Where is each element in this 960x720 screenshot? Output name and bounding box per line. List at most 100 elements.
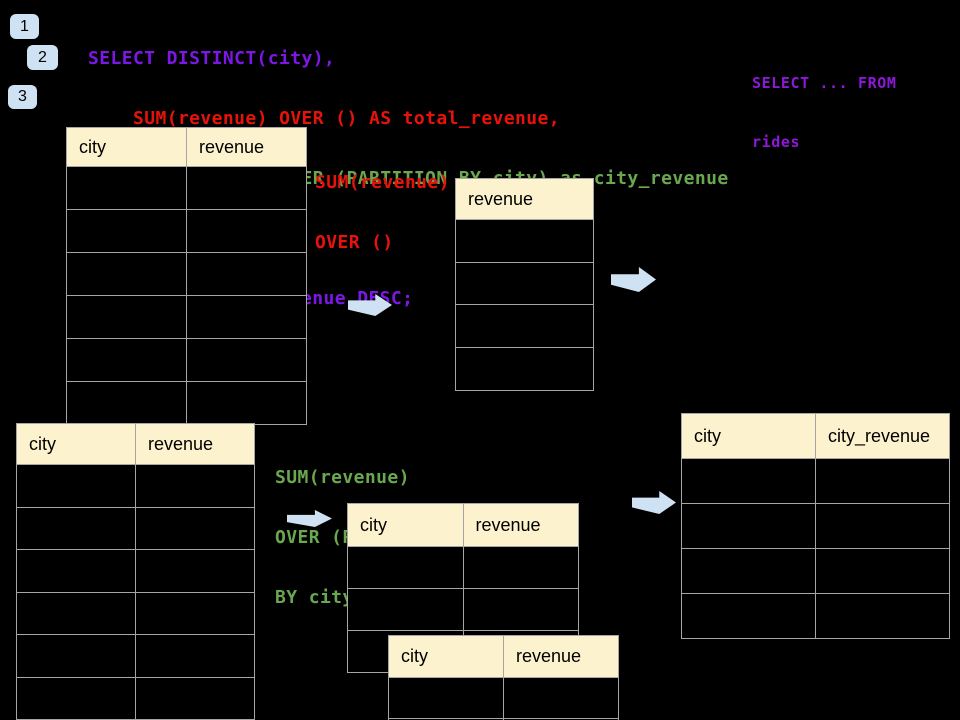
table-row: [67, 210, 306, 253]
empty-cell: [67, 253, 187, 295]
table-row: [348, 547, 578, 589]
table-row: [17, 507, 254, 550]
empty-cell: [17, 550, 136, 592]
empty-cell: [463, 589, 578, 630]
column-header: city_revenue: [816, 414, 949, 458]
flow-arrow-4-icon: [632, 491, 676, 514]
empty-cell: [17, 592, 136, 634]
table-row: [17, 635, 254, 678]
empty-cell: [682, 594, 816, 638]
table-row: [67, 167, 306, 210]
sql-line-select: SELECT DISTINCT(city),: [88, 48, 336, 69]
table-row: [456, 305, 593, 349]
empty-cell: [187, 210, 306, 252]
flow-arrow-1-icon: [348, 294, 392, 316]
table-row: [17, 677, 254, 719]
empty-cell: [463, 547, 578, 588]
table-row: [682, 549, 949, 594]
empty-cell: [348, 589, 464, 630]
empty-cell: [682, 459, 816, 503]
empty-cell: [187, 339, 306, 381]
table-row: [456, 262, 593, 306]
over-all-annotation-line-1: SUM(revenue): [315, 172, 450, 193]
table-row: [348, 589, 578, 631]
empty-cell: [17, 635, 136, 677]
table-row: [67, 253, 306, 296]
side-sql-note: SELECT ... FROM rides: [752, 35, 896, 191]
empty-cell: [17, 677, 136, 719]
empty-cell: [187, 382, 306, 424]
column-header: city: [17, 424, 136, 464]
empty-cell: [67, 210, 187, 252]
column-header: city: [67, 128, 187, 166]
column-header: revenue: [456, 179, 593, 219]
step-badge-2: 2: [27, 45, 58, 70]
table-row: [682, 594, 949, 638]
empty-cell: [67, 167, 187, 209]
table-row: [389, 678, 618, 719]
flow-arrow-3-icon: [287, 510, 332, 527]
empty-cell: [136, 550, 254, 592]
empty-cell: [67, 339, 187, 381]
column-header: revenue: [463, 504, 578, 546]
column-header: revenue: [504, 636, 618, 677]
empty-cell: [17, 507, 136, 549]
flow-arrow-2-icon: [611, 267, 656, 292]
empty-cell: [67, 296, 187, 338]
empty-cell: [187, 296, 306, 338]
side-sql-line-1: SELECT ... FROM: [752, 74, 897, 92]
empty-cell: [504, 678, 618, 718]
empty-cell: [389, 678, 504, 718]
empty-cell: [456, 305, 593, 348]
table-row: [17, 465, 254, 508]
over-all-annotation: SUM(revenue) OVER (): [315, 134, 450, 292]
table-row: [682, 504, 949, 549]
table-row: [17, 550, 254, 593]
column-header: revenue: [136, 424, 254, 464]
column-header: revenue: [187, 128, 306, 166]
column-header: city: [682, 414, 816, 458]
empty-cell: [187, 253, 306, 295]
table-row: [67, 296, 306, 339]
sql-line-sum-over: SUM(revenue) OVER () AS total_revenue,: [133, 108, 561, 129]
empty-cell: [187, 167, 306, 209]
over-all-annotation-line-2: OVER (): [315, 232, 394, 253]
table-row: [456, 220, 593, 263]
empty-cell: [136, 465, 254, 507]
empty-cell: [816, 549, 949, 593]
empty-cell: [816, 504, 949, 548]
over-partition-annotation-line-1: SUM(revenue): [275, 467, 410, 488]
table-row: [17, 592, 254, 635]
empty-cell: [456, 220, 593, 262]
empty-cell: [136, 507, 254, 549]
table-header-row: revenue: [456, 179, 593, 220]
step-badge-1: 1: [10, 14, 39, 39]
empty-cell: [67, 382, 187, 424]
empty-cell: [17, 465, 136, 507]
empty-cell: [136, 592, 254, 634]
column-header: city: [348, 504, 464, 546]
total-revenue-table: revenue: [455, 178, 594, 391]
table-row: [682, 459, 949, 504]
step-badge-3: 3: [8, 85, 37, 109]
empty-cell: [682, 549, 816, 593]
empty-cell: [816, 594, 949, 638]
empty-cell: [348, 547, 464, 588]
table-row: [456, 348, 593, 390]
column-header: city: [389, 636, 504, 677]
empty-cell: [136, 635, 254, 677]
empty-cell: [816, 459, 949, 503]
table-row: [67, 382, 306, 424]
empty-cell: [456, 262, 593, 305]
side-sql-line-2: rides: [752, 133, 801, 151]
empty-cell: [456, 348, 593, 390]
empty-cell: [682, 504, 816, 548]
